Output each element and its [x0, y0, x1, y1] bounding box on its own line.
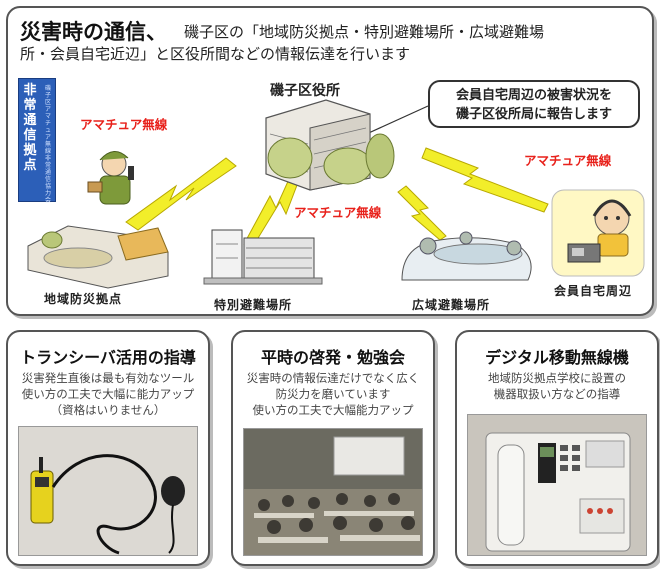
- desc-line: 使い方の工夫で大幅に能力アップ: [21, 387, 195, 401]
- study-session-photo: [243, 428, 423, 556]
- radio-label-right: アマチュア無線: [524, 153, 612, 168]
- desc-line: 使い方の工夫で大幅能力アップ: [252, 403, 414, 417]
- transceiver-panel: トランシーバ活用の指導 災害発生直後は最も有効なツール 使い方の工夫で大幅に能力…: [6, 330, 210, 566]
- desc-line: 機器取扱い方などの指導: [493, 387, 621, 401]
- site-label-4: 会員自宅周辺: [554, 284, 633, 298]
- desc-line: 地域防災拠点学校に設置の: [488, 371, 626, 385]
- desc-line: （資格はいりません）: [50, 403, 166, 417]
- transceiver-title: トランシーバ活用の指導: [20, 348, 196, 367]
- ward-office-illustration: [265, 99, 395, 191]
- radio-operator-illustration: [87, 151, 134, 205]
- speech-line-2: 磯子区役所局に報告します: [455, 107, 612, 122]
- site-label-2: 特別避難場所: [214, 298, 293, 312]
- main-description-line2: 所・会員自宅近辺」と区役所間などの情報伝達を行います: [20, 45, 411, 63]
- desc-line: 防災力を磨いています: [275, 387, 391, 401]
- emergency-base-banner: 非常通信拠点 磯子区アマチュア無線非常通信協力会: [18, 78, 56, 204]
- site-label-1: 地域防災拠点: [44, 292, 123, 306]
- banner-text: 非常通信拠点: [23, 83, 37, 173]
- site-label-3: 広域避難場所: [412, 298, 491, 312]
- digital-radio-title: デジタル移動無線機: [485, 348, 629, 367]
- desc-line: 災害発生直後は最も有効なツール: [21, 371, 195, 385]
- transceiver-photo: [18, 426, 198, 556]
- ward-office-label: 磯子区役所: [270, 83, 340, 99]
- overview-panel: 災害時の通信、 磯子区の「地域防災拠点・特別避難場所・広域避難場 所・会員自宅近…: [6, 6, 654, 316]
- digital-radio-photo: [467, 414, 647, 556]
- main-description-line1: 磯子区の「地域防災拠点・特別避難場所・広域避難場: [184, 23, 545, 41]
- digital-radio-description: 地域防災拠点学校に設置の 機器取扱い方などの指導: [463, 370, 651, 402]
- main-title: 災害時の通信、: [20, 20, 167, 44]
- study-session-panel: 平時の啓発・勉強会 災害時の情報伝達だけでなく広く 防災力を磨いています 使い方…: [231, 330, 435, 566]
- network-diagram: [27, 99, 645, 289]
- digital-radio-panel: デジタル移動無線機 地域防災拠点学校に設置の 機器取扱い方などの指導: [455, 330, 659, 566]
- lightning-bolt-icon: [125, 157, 237, 231]
- speech-line-1: 会員自宅周辺の被害状況を: [455, 88, 612, 103]
- transceiver-description: 災害発生直後は最も有効なツール 使い方の工夫で大幅に能力アップ （資格はいりませ…: [14, 370, 202, 418]
- desc-line: 災害時の情報伝達だけでなく広く: [246, 371, 420, 385]
- lightning-bolt-icon: [421, 147, 549, 213]
- radio-label-center: アマチュア無線: [294, 205, 382, 220]
- study-session-description: 災害時の情報伝達だけでなく広く 防災力を磨いています 使い方の工夫で大幅能力アッ…: [239, 370, 427, 418]
- banner-subtext: 磯子区アマチュア無線非常通信協力会: [44, 85, 51, 204]
- park-illustration: [401, 231, 532, 281]
- radio-label-left: アマチュア無線: [80, 117, 168, 132]
- school-illustration: [27, 225, 169, 289]
- lightning-bolt-icon: [397, 185, 447, 241]
- speech-bubble: 会員自宅周辺の被害状況を 磯子区役所局に報告します: [428, 80, 640, 128]
- evacuation-building-illustration: [203, 229, 323, 285]
- study-session-title: 平時の啓発・勉強会: [260, 348, 405, 367]
- home-operator-illustration: [551, 189, 645, 277]
